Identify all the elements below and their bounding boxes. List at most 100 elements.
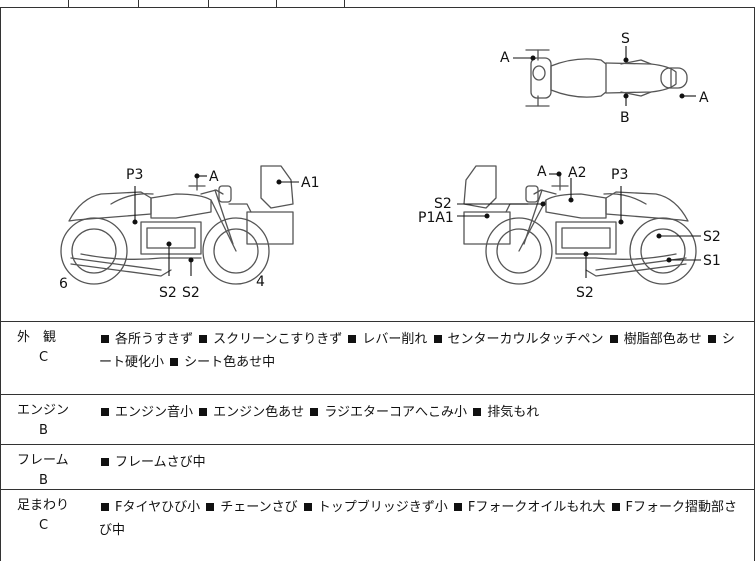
label-top-b: B: [620, 110, 630, 126]
defect-text: センターカウルタッチペン: [447, 332, 604, 347]
section-category: 外 観 C: [17, 328, 87, 368]
defect-text: 樹脂部色あせ: [623, 332, 702, 347]
bullet-square-icon: [101, 335, 109, 343]
label-right-s2-side: S2: [703, 229, 721, 245]
defect-text: チェーンさび: [220, 500, 298, 515]
section-category: 足まわり C: [17, 496, 87, 536]
label-left-six: 6: [59, 276, 68, 292]
header-cell: [68, 0, 139, 8]
defect-item: Fタイヤひび小: [99, 500, 200, 515]
defect-text: トップブリッジきず小: [317, 500, 448, 515]
defect-item: スクリーンこすりきず: [197, 332, 342, 347]
label-right-s2-top: S2: [434, 196, 452, 212]
label-top-a-right: A: [699, 90, 709, 106]
bullet-square-icon: [310, 408, 319, 416]
label-right-s2-bottom: S2: [576, 285, 594, 301]
section-items: Fタイヤひび小 チェーンさび トップブリッジきず小 Fフォークオイルもれ大 Fフ…: [99, 496, 744, 542]
left-side-motorcycle: [60, 165, 294, 285]
bullet-square-icon: [170, 358, 179, 366]
section-engine: エンジン B エンジン音小 エンジン色あせ ラジエターコアへこみ小 排気もれ: [0, 395, 755, 445]
defect-text: エンジン音小: [115, 405, 194, 420]
label-left-s2-b: S2: [182, 285, 200, 301]
defect-item: レバー削れ: [346, 332, 427, 347]
label-left-s2-a: S2: [159, 285, 177, 301]
defect-text: Fフォークオイルもれ大: [467, 500, 606, 515]
bullet-square-icon: [199, 335, 208, 343]
defect-item: トップブリッジきず小: [302, 500, 448, 515]
defect-item: 排気もれ: [471, 405, 539, 420]
bullet-square-icon: [348, 335, 357, 343]
header-cell: [0, 0, 69, 8]
category-name: エンジン: [17, 403, 70, 418]
bullet-square-icon: [433, 335, 442, 343]
defect-item: ラジエターコアへこみ小: [308, 405, 467, 420]
label-right-s1: S1: [703, 253, 721, 269]
bullet-square-icon: [303, 503, 312, 511]
category-name: 足まわり: [17, 498, 70, 513]
label-right-a2: A2: [568, 165, 586, 181]
bullet-square-icon: [473, 408, 482, 416]
section-items: 各所うすきず スクリーンこすりきず レバー削れ センターカウルタッチペン 樹脂部…: [99, 328, 744, 374]
section-category: フレーム B: [17, 451, 87, 491]
bullet-square-icon: [609, 335, 618, 343]
bullet-square-icon: [101, 458, 109, 466]
defect-text: Fフォーク摺動部さび中: [99, 500, 737, 538]
label-left-four: 4: [256, 274, 265, 290]
section-suspension: 足まわり C Fタイヤひび小 チェーンさび トップブリッジきず小 Fフォークオイ…: [0, 490, 755, 561]
defect-item: センターカウルタッチペン: [432, 332, 604, 347]
top-view-motorcycle: [525, 49, 688, 107]
section-items: フレームさび中: [99, 451, 744, 474]
defect-text: フレームさび中: [115, 455, 206, 470]
header-cell: [138, 0, 209, 8]
defect-item: シート色あせ中: [168, 355, 275, 370]
damage-diagram: S A A B P3 A A1 6 4 S2 S2 A A2 P3 S2 P1A…: [0, 8, 755, 322]
category-name: 外 観: [17, 330, 57, 345]
defect-item: Fフォーク摺動部さび中: [99, 500, 737, 538]
section-exterior: 外 観 C 各所うすきず スクリーンこすりきず レバー削れ センターカウルタッチ…: [0, 322, 755, 395]
defect-item: エンジン音小: [99, 405, 193, 420]
damage-markers: [132, 46, 701, 278]
bullet-square-icon: [101, 408, 109, 416]
defect-item: エンジン色あせ: [197, 405, 304, 420]
category-grade: C: [39, 518, 49, 533]
bullet-square-icon: [453, 503, 462, 511]
defect-text: エンジン色あせ: [213, 405, 305, 420]
label-top-s: S: [621, 31, 630, 47]
category-name: フレーム: [17, 453, 69, 468]
header-table-edge: [0, 0, 755, 8]
label-right-p3: P3: [611, 167, 628, 183]
defect-item: 各所うすきず: [99, 332, 193, 347]
bullet-square-icon: [206, 503, 215, 511]
label-right-p1a1: P1A1: [418, 210, 454, 226]
defect-text: ラジエターコアへこみ小: [324, 405, 468, 420]
bullet-square-icon: [101, 503, 109, 511]
defect-text: シート色あせ中: [184, 355, 276, 370]
section-frame: フレーム B フレームさび中: [0, 445, 755, 490]
defect-text: 排気もれ: [487, 405, 540, 420]
defect-text: スクリーンこすりきず: [213, 332, 343, 347]
defect-text: シート硬化小: [99, 332, 735, 370]
defect-text: 各所うすきず: [115, 332, 194, 347]
header-cell: [208, 0, 277, 8]
bullet-square-icon: [199, 408, 208, 416]
label-left-p3: P3: [126, 167, 143, 183]
section-category: エンジン B: [17, 401, 87, 441]
label-left-a: A: [209, 169, 219, 185]
defect-item: 樹脂部色あせ: [608, 332, 702, 347]
label-top-a-left: A: [500, 50, 510, 66]
right-side-motorcycle: [463, 165, 697, 285]
category-grade: C: [39, 350, 49, 365]
header-cell: [276, 0, 345, 8]
label-right-a: A: [537, 164, 547, 180]
bullet-square-icon: [611, 503, 620, 511]
defect-item: チェーンさび: [204, 500, 298, 515]
defect-item: フレームさび中: [99, 455, 206, 470]
motorcycle-illustrations: S A A B P3 A A1 6 4 S2 S2 A A2 P3 S2 P1A…: [59, 31, 721, 301]
label-left-a1: A1: [301, 175, 319, 191]
category-grade: B: [39, 423, 48, 438]
defect-text: レバー削れ: [362, 332, 428, 347]
defect-item: Fフォークオイルもれ大: [452, 500, 605, 515]
category-grade: B: [39, 473, 48, 488]
bullet-square-icon: [707, 335, 716, 343]
